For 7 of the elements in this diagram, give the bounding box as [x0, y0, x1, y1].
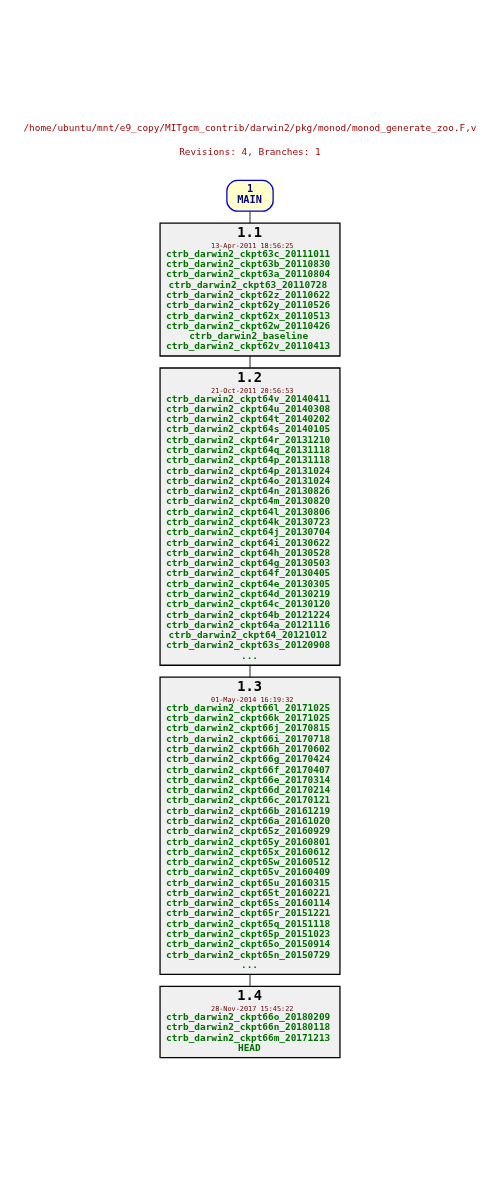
- connector: [249, 973, 251, 987]
- connector: [249, 664, 251, 678]
- node-box: 1 MAIN: [226, 179, 274, 212]
- diagram-title: /home/ubuntu/mnt/e9_copy/MITgcm_contrib/darwin2/pkg/monod/monod_generate_zoo.F,v: [23, 121, 477, 133]
- label: Revisions: 4, Branches: 1: [179, 145, 321, 157]
- connector: [249, 210, 251, 223]
- connector: [249, 355, 251, 368]
